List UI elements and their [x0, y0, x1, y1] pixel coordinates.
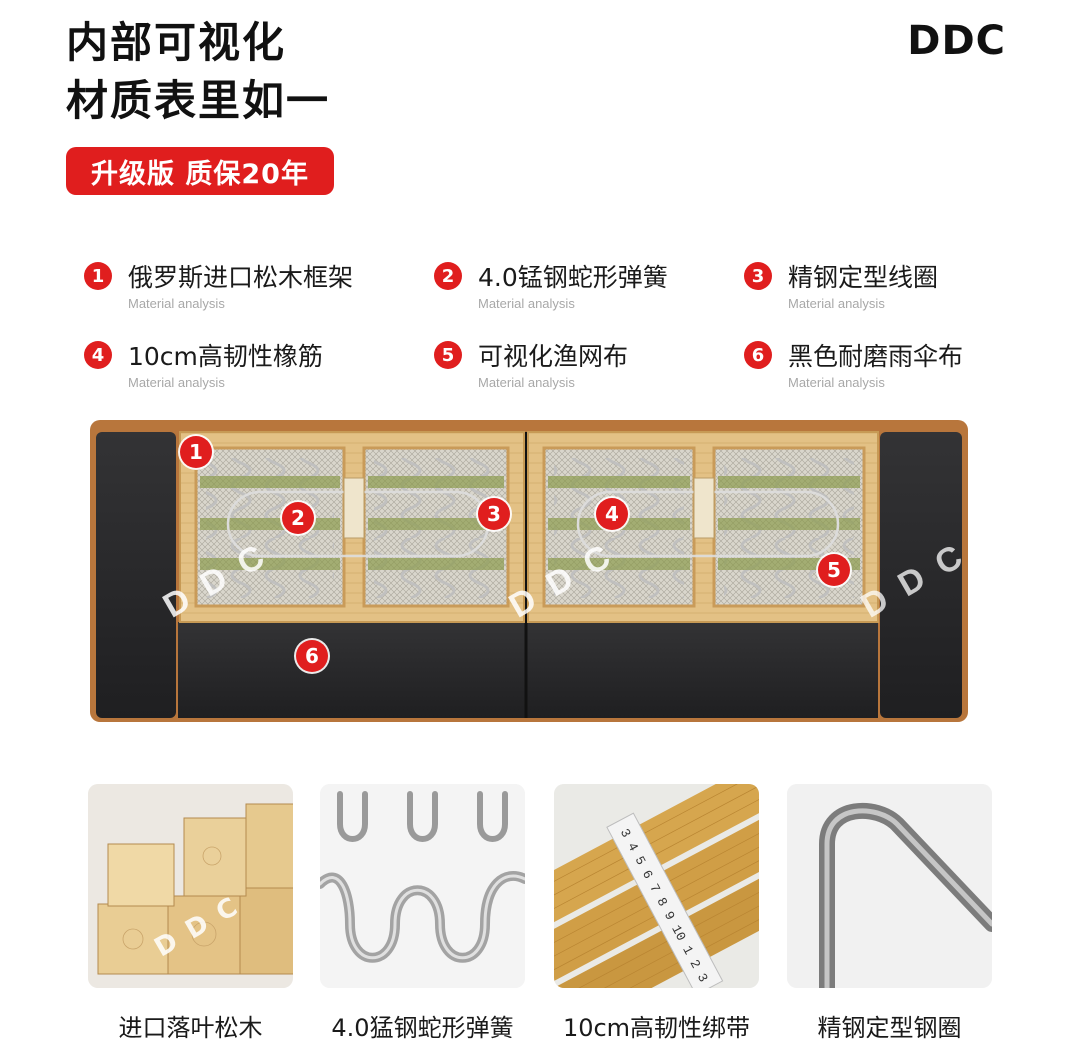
sofa-cutaway-illustration: 1 2 3 4 5 6 DDC DDC DDC: [88, 418, 984, 724]
legend-item-3: 3 精钢定型线圈 Material analysis: [744, 258, 938, 311]
legend-item-2: 2 4.0锰钢蛇形弹簧 Material analysis: [434, 258, 668, 311]
legend-subtitle: Material analysis: [478, 375, 575, 390]
legend-title: 4.0锰钢蛇形弹簧: [478, 263, 668, 292]
legend-number-badge: 4: [84, 341, 112, 369]
headline-line-1: 内部可视化: [66, 18, 287, 67]
callout-4: 4: [596, 498, 628, 530]
material-label-serpentine-spring: 4.0猛钢蛇形弹簧: [331, 1014, 514, 1042]
material-image-serpentine-spring: [320, 784, 525, 988]
legend-title: 10cm高韧性橡筋: [128, 342, 323, 371]
callout-2: 2: [282, 502, 314, 534]
material-image-webbing: 3 4 5 6 7 8 9 10 1 2 3: [554, 784, 759, 988]
legend-subtitle: Material analysis: [478, 296, 575, 311]
warranty-badge: 升级版 质保20年: [66, 147, 334, 195]
legend-item-6: 6 黑色耐磨雨伞布 Material analysis: [744, 337, 963, 390]
legend-number-badge: 3: [744, 262, 772, 290]
legend-subtitle: Material analysis: [788, 296, 885, 311]
legend-subtitle: Material analysis: [128, 296, 225, 311]
material-image-steel-coil: [787, 784, 992, 988]
headline-line-2: 材质表里如一: [66, 76, 331, 125]
legend-number-badge: 5: [434, 341, 462, 369]
callout-3: 3: [478, 498, 510, 530]
callout-5: 5: [818, 554, 850, 586]
legend-title: 可视化渔网布: [478, 342, 629, 371]
legend-title: 黑色耐磨雨伞布: [788, 342, 964, 371]
legend-subtitle: Material analysis: [788, 375, 885, 390]
legend-number-badge: 6: [744, 341, 772, 369]
legend-item-1: 1 俄罗斯进口松木框架 Material analysis: [84, 258, 353, 311]
legend-subtitle: Material analysis: [128, 375, 225, 390]
material-label-pine-wood: 进口落叶松木: [118, 1014, 263, 1042]
material-label-steel-coil: 精钢定型钢圈: [817, 1014, 962, 1042]
callout-1: 1: [180, 436, 212, 468]
callout-6: 6: [296, 640, 328, 672]
legend-title: 精钢定型线圈: [788, 263, 939, 292]
legend-title: 俄罗斯进口松木框架: [128, 263, 354, 292]
legend-number-badge: 1: [84, 262, 112, 290]
material-image-pine-wood: DDC: [88, 784, 293, 988]
legend-item-5: 5 可视化渔网布 Material analysis: [434, 337, 628, 390]
legend-item-4: 4 10cm高韧性橡筋 Material analysis: [84, 337, 323, 390]
legend-number-badge: 2: [434, 262, 462, 290]
material-label-webbing: 10cm高韧性绑带: [562, 1014, 751, 1042]
brand-logo: DDC: [907, 18, 1006, 64]
